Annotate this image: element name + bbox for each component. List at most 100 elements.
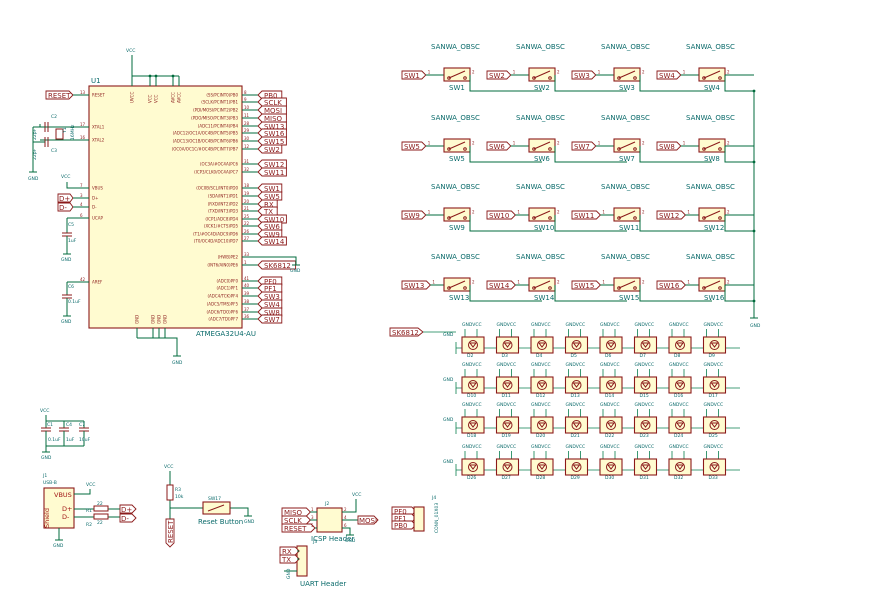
- mcu-pin-name: (ADC5/TMS)PF5: [207, 302, 239, 307]
- mcu-pin-name: (ADC13/OC1B/OC4B/PCINT6)PB6: [173, 139, 239, 144]
- led-power-gnd: GNDVCC: [600, 362, 620, 368]
- net-label-mcu-sw14-text: SW14: [264, 238, 285, 246]
- mcu-pin-name: (ADC4/TCK)PF4: [207, 294, 238, 299]
- switch-value: SANWA_OBSC: [601, 114, 650, 122]
- net-label-mcu-sw15-text: SW15: [264, 138, 284, 146]
- led-ref: D16: [674, 393, 683, 399]
- led-ref: D28: [536, 475, 545, 481]
- usb-connector: J1 USB-B VBUS D+ D- Shield VCC 22 22 R1 …: [42, 473, 137, 549]
- led-body: [702, 458, 727, 476]
- switch-pin-2: 2: [557, 141, 560, 146]
- switch-pin-1: 1: [513, 141, 516, 146]
- switch-pin-2: 2: [642, 70, 645, 75]
- mcu-pin-name: (PDI/MOSI/PCINT2)PB2: [193, 108, 238, 113]
- r3-value: 10k: [175, 494, 184, 500]
- usb-pins-section: VCC D+ D- C5 1uF GND: [57, 174, 89, 263]
- switch-value: SANWA_OBSC: [516, 43, 565, 51]
- mcu-pin-name: (ADC6/TDO)PF6: [206, 310, 238, 315]
- switch-value: SANWA_OBSC: [431, 114, 480, 122]
- mcu-power-pin: VCC: [148, 94, 153, 103]
- net-label-dp: [57, 193, 74, 203]
- switch-ref: SW3: [619, 84, 635, 92]
- net-label-mcu-sw13-text: SW13: [264, 123, 284, 131]
- led-ref: D22: [605, 433, 614, 439]
- net-label-sw6: [486, 141, 512, 151]
- led-body: [495, 458, 520, 476]
- mcu-pin-name: (INT6/AIN0)PE6: [207, 263, 238, 268]
- net-label-mcu-sw6-text: SW6: [264, 223, 280, 231]
- mcu-pin-num: 36: [244, 314, 250, 319]
- led-body: [530, 416, 554, 434]
- led-power-gnd: GNDVCC: [462, 402, 482, 408]
- net-label-sw4: [656, 70, 682, 80]
- gnd-led-row: GND: [443, 377, 454, 383]
- net-label-icsp-reset-text: RESET: [284, 525, 307, 533]
- net-label-reset: [45, 90, 74, 100]
- mcu-pin-num: 29: [244, 128, 250, 133]
- j3-ref: J3: [312, 539, 317, 545]
- mcu-pin-num: 41: [244, 276, 250, 281]
- switch-pin-1: 1: [598, 70, 601, 75]
- crystal-ref: Y1: [62, 127, 68, 134]
- gnd-led-row: GND: [443, 417, 454, 423]
- switch-pin-1: 1: [683, 141, 686, 146]
- switch-pin-1: 1: [602, 280, 605, 285]
- mcu-pin-num: 28: [244, 121, 250, 126]
- switch-ref: SW14: [534, 294, 555, 302]
- led-power-gnd: GNDVCC: [462, 322, 482, 328]
- switch-pin-1: 1: [428, 210, 431, 215]
- led-ref: D5: [571, 353, 577, 359]
- mcu-pin-name: (ICP3/CLK0/OC4A)PC7: [194, 170, 238, 175]
- mcu-pin-name: (ADC1)PF1: [216, 286, 238, 291]
- mcu-gnd-pin: GND: [163, 315, 168, 324]
- net-label-mcu-mosi-text: MOSI: [264, 107, 282, 115]
- led-power-gnd: GNDVCC: [497, 322, 517, 328]
- mcu-power-pin: AVCC: [171, 92, 176, 103]
- switch-pin-2: 2: [557, 280, 560, 285]
- mcu-pin-num: 20: [244, 199, 250, 204]
- net-label-dp-text: D+: [59, 195, 70, 203]
- sw17-ref: SW17: [208, 496, 221, 502]
- net-label-usb-dm-text: D-: [121, 515, 129, 523]
- net-label-sw12: [656, 210, 687, 220]
- mcu-value: ATMEGA32U4-AU: [196, 330, 256, 338]
- gnd-switch-bus: GND: [750, 323, 761, 329]
- mcu-pin-num: 33: [244, 252, 250, 257]
- net-label-mcu-sw11: [257, 167, 287, 177]
- crystal-symbol: [55, 128, 64, 140]
- led-power-gnd: GNDVCC: [497, 402, 517, 408]
- net-label-sw13-text: SW13: [404, 282, 424, 290]
- net-label-j4-pf1-text: PF1: [394, 515, 407, 523]
- led-power-gnd: GNDVCC: [531, 402, 551, 408]
- led-power-gnd: GNDVCC: [635, 444, 655, 450]
- led-power-gnd: GNDVCC: [600, 322, 620, 328]
- switch-value: SANWA_OBSC: [686, 253, 735, 261]
- crystal-value: 16MHz: [70, 124, 76, 140]
- led-ref: D14: [605, 393, 614, 399]
- net-label-sw13: [401, 280, 432, 290]
- net-label-uart-tx: [279, 554, 300, 564]
- led-body: [702, 336, 727, 354]
- led-body: [461, 416, 485, 434]
- led-body: [633, 376, 658, 394]
- usb-dm-pin: D-: [62, 513, 70, 521]
- c4-value: 1uF: [66, 437, 75, 443]
- mcu-pin-num: 26: [244, 229, 250, 234]
- mcu-pin-name: (ADC11/PCINT4)PB4: [198, 124, 239, 129]
- net-label-sw14-text: SW14: [489, 282, 510, 290]
- switch-value: SANWA_OBSC: [431, 253, 480, 261]
- switch-pin-1: 1: [517, 280, 520, 285]
